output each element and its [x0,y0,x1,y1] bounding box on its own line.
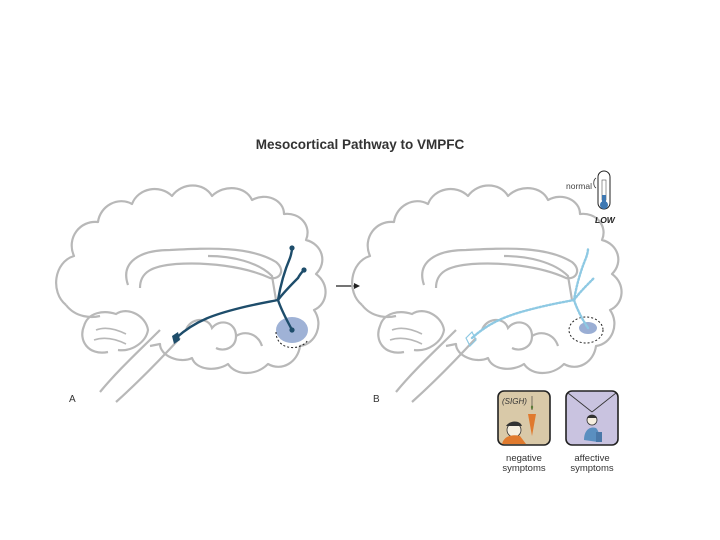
negative-symptoms-illustration [497,390,551,446]
neuron-cell-body-a [172,332,180,344]
negative-symptoms-caption: negative symptoms [494,454,554,474]
panel-label-b: B [373,394,380,405]
figure-title: Mesocortical Pathway to VMPFC [255,137,465,152]
brain-outline-a [55,184,327,404]
thermometer-low-label: LOW [595,215,615,225]
sigh-speech-text: (SIGH) [502,397,527,406]
axon-terminal-a2 [301,267,307,273]
thermometer-icon [593,170,611,210]
affective-symptoms-line2: symptoms [570,463,614,474]
brain-outline-b [351,184,623,404]
affective-symptoms-caption: affective symptoms [562,454,622,474]
affective-symptoms-line1: affective [574,453,610,464]
neuron-cell-body-b [465,330,477,348]
axon-terminal-a1 [289,245,295,251]
arrow-a-to-b [336,283,360,289]
vmpfc-dashed-outline-b [568,316,604,344]
thermometer-normal-label: normal [566,181,592,191]
axon-terminal-a3 [289,327,295,333]
affective-symptoms-illustration [565,390,619,446]
vmpfc-dashed-outline-a [275,331,309,348]
mesocortical-pathway-b [470,246,596,340]
negative-symptoms-line2: symptoms [502,463,546,474]
panel-label-a: A [69,394,76,405]
negative-symptoms-line1: negative [506,453,542,464]
